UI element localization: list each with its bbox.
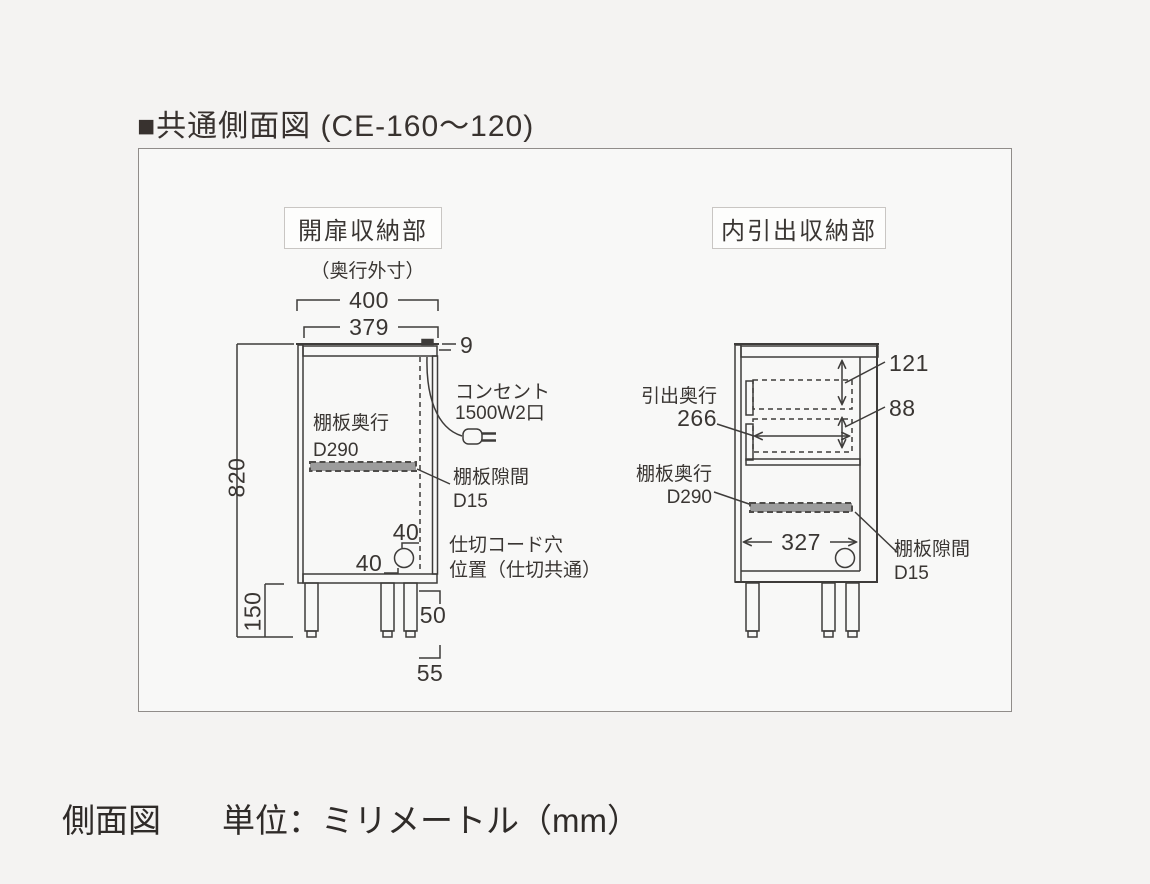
- left-cabinet: [236, 299, 496, 659]
- drawer-depth-line1: 引出奥行: [640, 386, 717, 407]
- right-leg-front: [845, 582, 860, 632]
- right-shelf-gap-line1: 棚板隙間: [894, 539, 971, 560]
- drawer-bottom-board: [745, 458, 861, 466]
- left-leg-mid-foot: [382, 630, 393, 638]
- left-shelf-gap-line1: 棚板隙間: [453, 467, 530, 488]
- left-dim55: 55: [416, 660, 444, 686]
- right-cord-hole: [834, 547, 856, 569]
- right-dim327: 327: [772, 531, 830, 554]
- plug-icon: [462, 428, 496, 445]
- left-view-label: 開扉収納部: [298, 217, 428, 245]
- right-view-label: 内引出収納部: [721, 217, 877, 245]
- left-dim40-top: 40: [392, 519, 420, 545]
- right-shelf-depth-line1: 棚板奥行: [635, 464, 712, 485]
- dim121-leader: [844, 361, 886, 384]
- upper-drawer-dashed: [752, 379, 853, 410]
- right-view-label-box: 内引出収納部: [712, 207, 886, 249]
- hole-label-line1: 仕切コード穴: [449, 535, 564, 556]
- left-leg-back-foot: [306, 630, 317, 638]
- left-dim150: 150: [239, 591, 266, 632]
- right-cabinet: [713, 343, 899, 638]
- page-title: ■共通側面図 (CE-160〜120): [137, 110, 535, 143]
- right-back-panel: [734, 344, 742, 583]
- right-shelf-gap-leader: [854, 511, 899, 554]
- right-dim88: 88: [889, 395, 916, 421]
- left-dim379: 379: [340, 316, 398, 339]
- left-dim55-bracket: [419, 645, 441, 659]
- left-cord-hole: [393, 547, 415, 569]
- lower-drawer-back: [745, 423, 754, 461]
- left-dim400: 400: [340, 289, 398, 312]
- left-leg-back: [304, 582, 319, 632]
- left-dim50: 50: [419, 602, 447, 628]
- right-shelf-depth-line2: D290: [666, 487, 712, 508]
- left-hole-left-bracket: [384, 568, 399, 574]
- right-shelf-depth-leader: [713, 491, 753, 506]
- upper-drawer-back: [745, 380, 754, 416]
- left-hole-top-bracket: [401, 542, 419, 548]
- left-outlet-block: [421, 338, 434, 346]
- left-shelf-depth-line1: 棚板奥行: [313, 413, 390, 434]
- hole-label-line2: 位置（仕切共通）: [449, 560, 602, 581]
- right-leg-back: [745, 582, 760, 632]
- power-cord: [426, 356, 463, 437]
- left-leg-front: [403, 582, 418, 632]
- outlet-label-line1: コンセント: [455, 382, 551, 403]
- right-leg-mid: [821, 582, 836, 632]
- left-back-panel: [297, 344, 304, 584]
- dim88-leader: [844, 406, 886, 428]
- left-shelf-gap-line2: D15: [453, 491, 488, 512]
- left-shelf-bar: [309, 461, 417, 472]
- right-dim121: 121: [889, 350, 929, 376]
- left-dim40-left: 40: [355, 550, 383, 576]
- left-view-label-box: 開扉収納部: [284, 207, 442, 249]
- dim266-leader: [716, 423, 755, 437]
- right-leg-mid-foot: [823, 630, 834, 638]
- left-dim820: 820: [223, 457, 250, 498]
- footer-unit-note: 単位：ミリメートル（mm）: [222, 802, 640, 839]
- left-top-panel: [302, 345, 438, 357]
- right-shelf-bar: [749, 502, 853, 513]
- outlet-label-line2: 1500W2口: [455, 403, 545, 424]
- left-depth-note: （奥行外寸）: [310, 261, 425, 282]
- left-shelf-gap-leader: [416, 468, 451, 485]
- left-door-panel: [431, 355, 439, 575]
- left-dim9: 9: [460, 332, 474, 358]
- left-leg-mid: [380, 582, 395, 632]
- drawer-depth-line2: 266: [677, 405, 717, 431]
- left-leg-front-foot: [405, 630, 416, 638]
- right-leg-back-foot: [747, 630, 758, 638]
- right-top-panel: [740, 345, 879, 358]
- footer-view-name: 側面図: [62, 802, 161, 839]
- right-leg-front-foot: [847, 630, 858, 638]
- left-shelf-depth-line2: D290: [313, 440, 359, 461]
- right-shelf-gap-line2: D15: [894, 563, 929, 584]
- left-dim50-bracket: [419, 590, 441, 604]
- left-bottom-rail: [302, 573, 438, 584]
